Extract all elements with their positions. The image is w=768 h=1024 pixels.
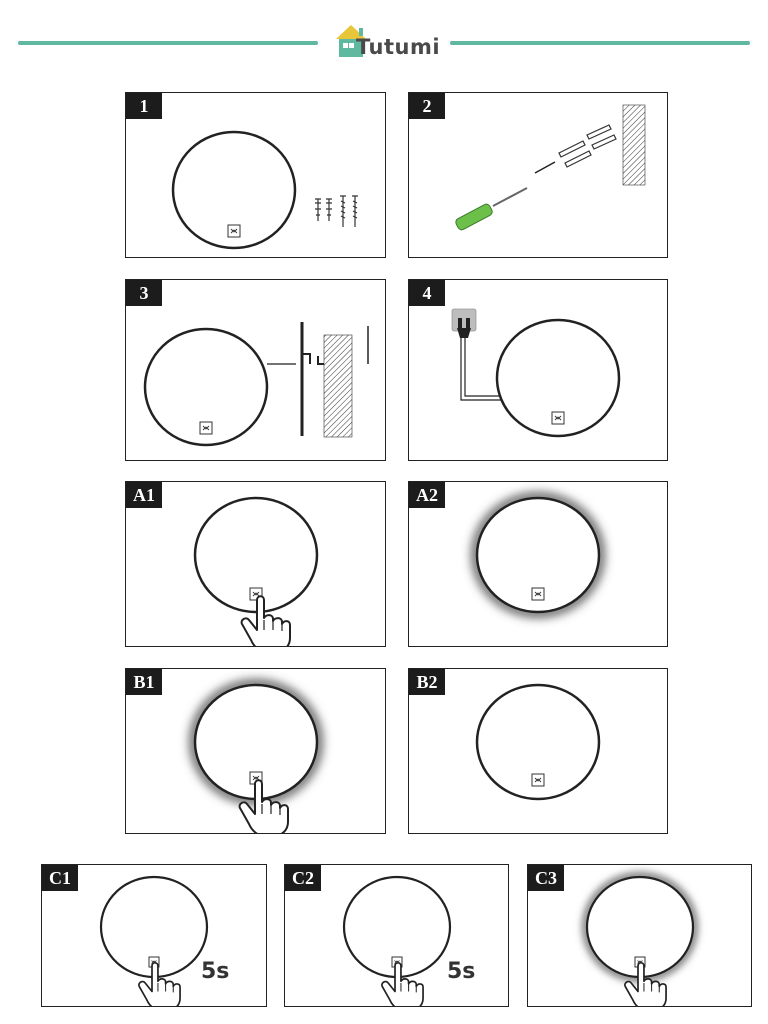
pointing-hand-icon xyxy=(138,961,181,1006)
step-panel-b2: B2 xyxy=(408,668,668,834)
wall-icon xyxy=(323,334,353,438)
step-panel-2: 2 xyxy=(408,92,668,258)
house-logo-icon xyxy=(336,25,366,57)
step-label: 1 xyxy=(126,93,162,119)
round-mirror-icon xyxy=(495,318,621,438)
round-mirror-icon xyxy=(585,875,695,979)
step-label: 2 xyxy=(409,93,445,119)
brand-name: Tutumi xyxy=(356,35,441,59)
hanging-illustration xyxy=(143,322,369,447)
power-plug-icon xyxy=(451,308,477,338)
light-on-illustration xyxy=(471,492,605,618)
step-panel-c1: C1 5s xyxy=(41,864,267,1007)
dim-light-illustration xyxy=(582,872,698,1006)
pointing-hand-icon xyxy=(381,961,424,1006)
touch-sensor-icon xyxy=(531,773,545,787)
press-duration: 5s xyxy=(201,959,230,984)
step-panel-c2: C2 5s xyxy=(284,864,509,1007)
long-press-illustration xyxy=(99,875,209,1006)
long-press-illustration xyxy=(342,875,452,1006)
screwdriver-icon xyxy=(455,161,556,231)
touch-sensor-icon xyxy=(551,411,565,425)
round-mirror-icon xyxy=(171,130,297,250)
mirror-and-hardware-illustration xyxy=(171,130,358,250)
step-label: A2 xyxy=(409,482,445,508)
step-label: 4 xyxy=(409,280,445,306)
step-panel-1: 1 xyxy=(125,92,386,258)
round-mirror-icon xyxy=(143,327,269,447)
step-label: A1 xyxy=(126,482,162,508)
touch-sensor-icon xyxy=(227,224,241,238)
power-cable-icon xyxy=(460,338,501,401)
touch-on-illustration xyxy=(193,496,319,646)
light-off-illustration xyxy=(475,683,601,801)
screws-icon xyxy=(558,124,617,168)
press-duration: 5s xyxy=(447,959,476,984)
pointing-hand-icon xyxy=(238,779,289,833)
round-mirror-icon xyxy=(342,875,452,979)
step-label: C2 xyxy=(285,865,321,891)
pointing-hand-icon xyxy=(624,961,667,1006)
step-panel-b1: B1 xyxy=(125,668,386,834)
step-label: B2 xyxy=(409,669,445,695)
header-rule-right xyxy=(450,41,750,45)
step-panel-a2: A2 xyxy=(408,481,668,647)
touch-sensor-icon xyxy=(199,421,213,435)
brand-logo: Tutumi xyxy=(334,22,440,60)
header-rule-left xyxy=(18,41,318,45)
round-mirror-icon xyxy=(99,875,209,979)
step-label: C1 xyxy=(42,865,78,891)
round-mirror-icon xyxy=(475,683,601,801)
step-panel-4: 4 xyxy=(408,279,668,461)
screws-and-anchors-icon xyxy=(315,195,358,227)
step-panel-c3: C3 xyxy=(527,864,752,1007)
power-connection-illustration xyxy=(451,308,621,438)
round-mirror-icon xyxy=(475,496,601,614)
drilling-illustration xyxy=(455,104,646,231)
step-label: C3 xyxy=(528,865,564,891)
step-label: B1 xyxy=(126,669,162,695)
step-label: 3 xyxy=(126,280,162,306)
touch-off-illustration xyxy=(189,679,323,833)
mounting-bracket-icon xyxy=(267,322,324,436)
wall-icon xyxy=(622,104,646,186)
step-panel-a1: A1 xyxy=(125,481,386,647)
touch-sensor-icon xyxy=(531,587,545,601)
step-panel-3: 3 xyxy=(125,279,386,461)
pointing-hand-icon xyxy=(240,595,291,646)
